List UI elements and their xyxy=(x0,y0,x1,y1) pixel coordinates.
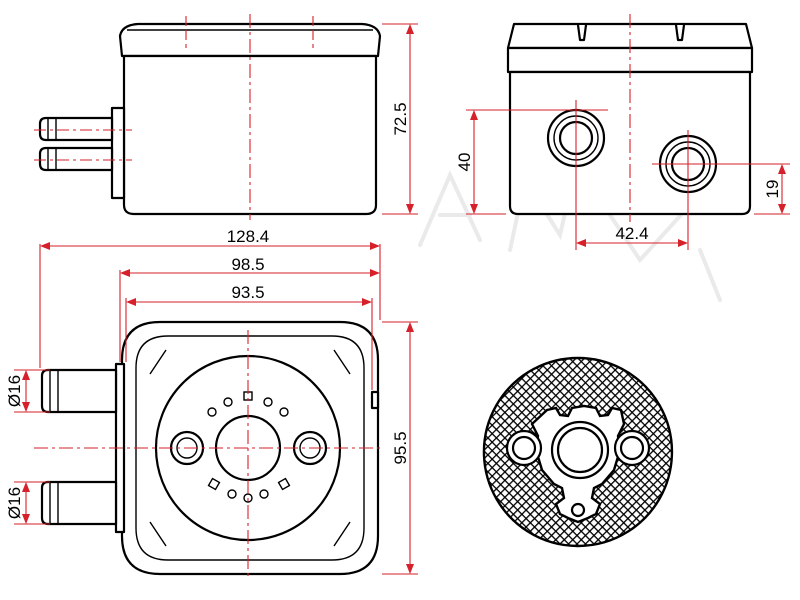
gasket-view xyxy=(482,356,674,548)
plan-view: 128.4 98.5 93.5 95.5 Ø16 Ø16 xyxy=(5,227,418,580)
dim-front-offset: 19 xyxy=(763,180,782,199)
dim-inner-width: 93.5 xyxy=(231,283,264,302)
side-view: 72.5 xyxy=(34,14,418,220)
dim-front-spacing: 42.4 xyxy=(615,224,648,243)
side-pipes xyxy=(38,116,114,172)
front-view: 40 19 42.4 xyxy=(455,14,790,250)
dim-pipe-dia-bottom: Ø16 xyxy=(5,487,24,519)
plan-small-holes xyxy=(207,391,291,503)
dim-pipe-dia-top: Ø16 xyxy=(5,375,24,407)
dim-overall-width: 128.4 xyxy=(227,227,270,246)
dim-front-height: 40 xyxy=(455,153,474,172)
dim-body-width: 98.5 xyxy=(231,255,264,274)
plan-pipes xyxy=(40,368,118,526)
dim-side-height: 72.5 xyxy=(391,102,410,135)
dim-plan-height: 95.5 xyxy=(391,431,410,464)
